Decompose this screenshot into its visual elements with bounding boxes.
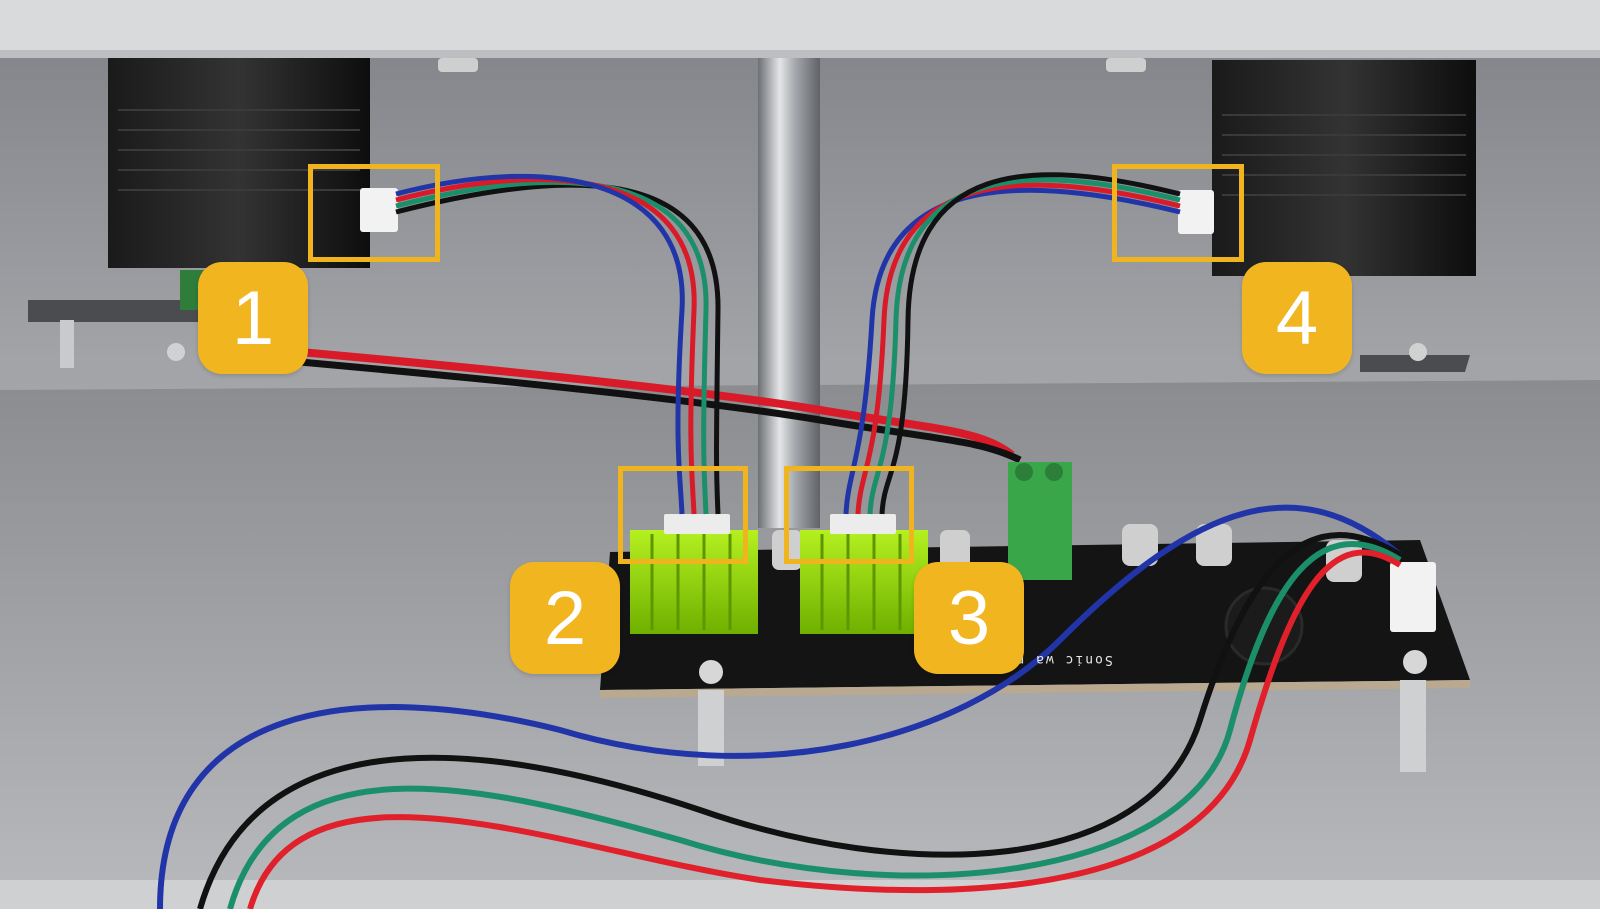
pcb-standoff-right xyxy=(1400,680,1426,772)
callout-box-4 xyxy=(1112,164,1244,262)
aluminium-rod xyxy=(758,58,820,528)
capacitor-1 xyxy=(1122,524,1158,566)
cable-motor4-black xyxy=(879,172,1181,515)
left-bracket-screw xyxy=(167,343,185,361)
driver-connector-left xyxy=(664,514,730,534)
power-cable-black xyxy=(299,358,1022,464)
callout-box-2 xyxy=(618,466,748,564)
pcb-connector-right xyxy=(1390,562,1436,632)
screw-top-right xyxy=(1106,58,1146,72)
left-bracket xyxy=(28,300,230,322)
loose-cable-blue xyxy=(157,504,1402,909)
cable-motor4-red xyxy=(855,182,1181,515)
screw-top-left xyxy=(438,58,478,72)
right-bracket-screw xyxy=(1409,343,1427,361)
driver-connector-right xyxy=(830,514,896,534)
enclosure-top-rail-edge xyxy=(0,50,1600,58)
loose-cable-red xyxy=(247,549,1402,909)
left-motor-connector xyxy=(360,188,398,232)
cable-motor4-green xyxy=(867,177,1181,515)
terminal-screw-1 xyxy=(1015,463,1033,481)
capacitor-3 xyxy=(1326,540,1362,582)
cable-motor1-blue xyxy=(395,173,685,515)
pcb-screw-right xyxy=(1403,650,1427,674)
loose-cable-black xyxy=(197,532,1402,909)
terminal-screw-2 xyxy=(1045,463,1063,481)
right-stepper-motor xyxy=(1212,60,1476,276)
power-cable-red xyxy=(299,348,1015,459)
callout-badge-3: 3 xyxy=(914,562,1024,674)
capacitor-2 xyxy=(1196,524,1232,566)
left-motor-fins xyxy=(118,109,360,191)
left-bracket-post xyxy=(60,320,74,368)
callout-badge-1: 1 xyxy=(198,262,308,374)
left-stepper-motor xyxy=(108,58,370,268)
pcb-edge xyxy=(600,680,1470,698)
cable-motor1-red xyxy=(395,177,697,515)
power-terminal-block xyxy=(1008,462,1072,580)
callout-box-1 xyxy=(308,164,440,262)
capacitor-4 xyxy=(940,530,970,570)
right-bracket xyxy=(1360,355,1470,372)
right-motor-fins xyxy=(1222,114,1466,196)
callout-box-3 xyxy=(784,466,914,564)
heatsink-left-fins xyxy=(650,534,732,630)
callout-badge-2: 2 xyxy=(510,562,620,674)
heatsink-right-fins xyxy=(820,534,902,630)
right-motor-connector xyxy=(1178,190,1214,234)
pcb-screw-left xyxy=(699,660,723,684)
enclosure-top-rail xyxy=(0,0,1600,58)
loose-cable-green xyxy=(227,541,1402,909)
callout-badge-4: 4 xyxy=(1242,262,1352,374)
